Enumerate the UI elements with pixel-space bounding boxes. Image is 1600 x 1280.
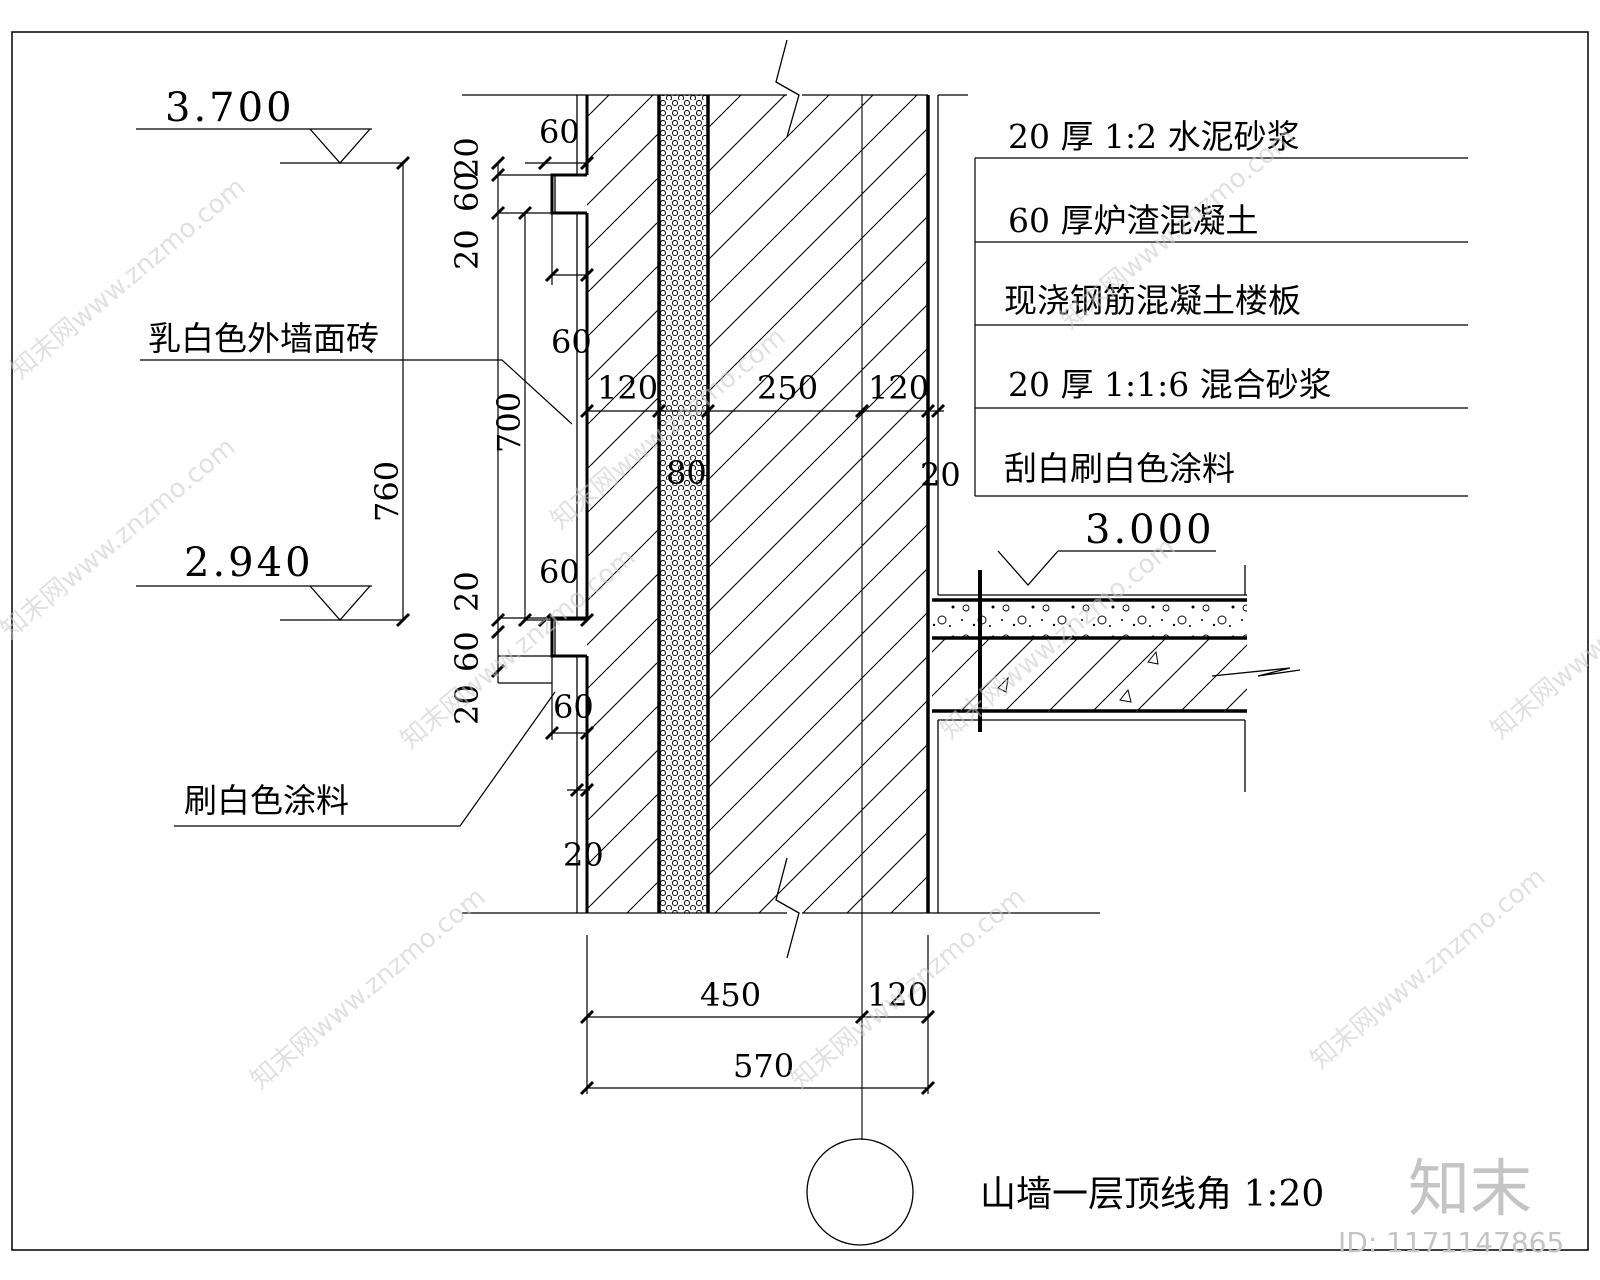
elevation-marker-mid: 2.940	[136, 540, 403, 621]
left-dimensions	[395, 155, 595, 798]
layer-notes	[974, 157, 1468, 497]
dim-bottom-20a: 20	[448, 571, 486, 612]
dim-layer-inner-120: 120	[868, 369, 929, 407]
note-layer-5: 刮白刷白色涂料	[1004, 449, 1235, 488]
floor-slab	[932, 570, 1301, 732]
dim-top-20a: 20	[448, 137, 486, 178]
leader-white-paint	[174, 691, 556, 827]
elevation-top-label: 3.700	[165, 85, 295, 131]
dim-layer-outer-120: 120	[597, 369, 658, 407]
dim-bottom-60: 60	[448, 631, 486, 672]
dim-proj-60-a: 60	[539, 113, 580, 151]
drawing-border	[11, 31, 1589, 1251]
note-layer-3: 现浇钢筋混凝土楼板	[1004, 281, 1301, 320]
svg-text:知末网www.znzmo.com: 知末网www.znzmo.com	[0, 432, 241, 645]
dim-bottom-450: 450	[700, 976, 761, 1014]
svg-text:知末网www.znzmo.com: 知末网www.znzmo.com	[1485, 532, 1600, 745]
dim-proj-60-b: 60	[551, 323, 592, 361]
image-id: ID: 1171147865	[1338, 1226, 1564, 1259]
drawing-title: 山墙一层顶线角 1:20	[980, 1174, 1324, 1215]
dim-bottom-570: 570	[733, 1047, 794, 1085]
dim-proj-60-d: 60	[553, 688, 594, 726]
rc-slab	[932, 638, 1247, 711]
note-exterior-tile: 乳白色外墙面砖	[148, 319, 379, 358]
dim-layer-insulation-80: 80	[666, 454, 707, 492]
svg-text:知末网www.znzmo.com: 知末网www.znzmo.com	[245, 882, 491, 1095]
dim-layer-core-250: 250	[757, 369, 818, 407]
elevation-marker-top: 3.700	[136, 85, 403, 164]
note-layer-4: 20 厚 1:1:6 混合砂浆	[1008, 365, 1332, 404]
dim-bottom-20b: 20	[448, 684, 486, 725]
wall-layer-dimensions	[579, 403, 946, 419]
structural-core	[708, 95, 928, 913]
svg-text:知末网www.znzmo.com: 知末网www.znzmo.com	[785, 882, 1031, 1095]
dim-finish-20: 20	[563, 836, 604, 874]
brand-logo: 知末	[1408, 1152, 1532, 1225]
bottom-dimensions	[579, 935, 936, 1096]
outer-brick-layer	[587, 95, 659, 913]
note-layer-1: 20 厚 1:2 水泥砂浆	[1008, 117, 1300, 156]
dim-top-20b: 20	[448, 229, 486, 270]
elevation-marker-floor: 3.000	[997, 507, 1216, 586]
dim-band-700: 700	[490, 392, 528, 453]
svg-text:知末网www.znzmo.com: 知末网www.znzmo.com	[1305, 862, 1551, 1075]
screed-layer	[932, 602, 1247, 638]
dim-total-760: 760	[368, 461, 406, 522]
dim-bottom-120: 120	[867, 976, 928, 1014]
dim-top-60: 60	[448, 171, 486, 212]
note-white-paint: 刷白色涂料	[184, 781, 349, 820]
dim-proj-60-c: 60	[539, 553, 580, 591]
insulation-layer	[659, 95, 708, 913]
axis-bubble	[806, 1138, 914, 1246]
note-layer-2: 60 厚炉渣混凝土	[1008, 201, 1258, 240]
dim-plaster-20: 20	[920, 456, 961, 494]
leader-exterior-tile	[140, 359, 573, 425]
elevation-mid-label: 2.940	[184, 540, 314, 586]
elevation-floor-label: 3.000	[1085, 507, 1215, 553]
